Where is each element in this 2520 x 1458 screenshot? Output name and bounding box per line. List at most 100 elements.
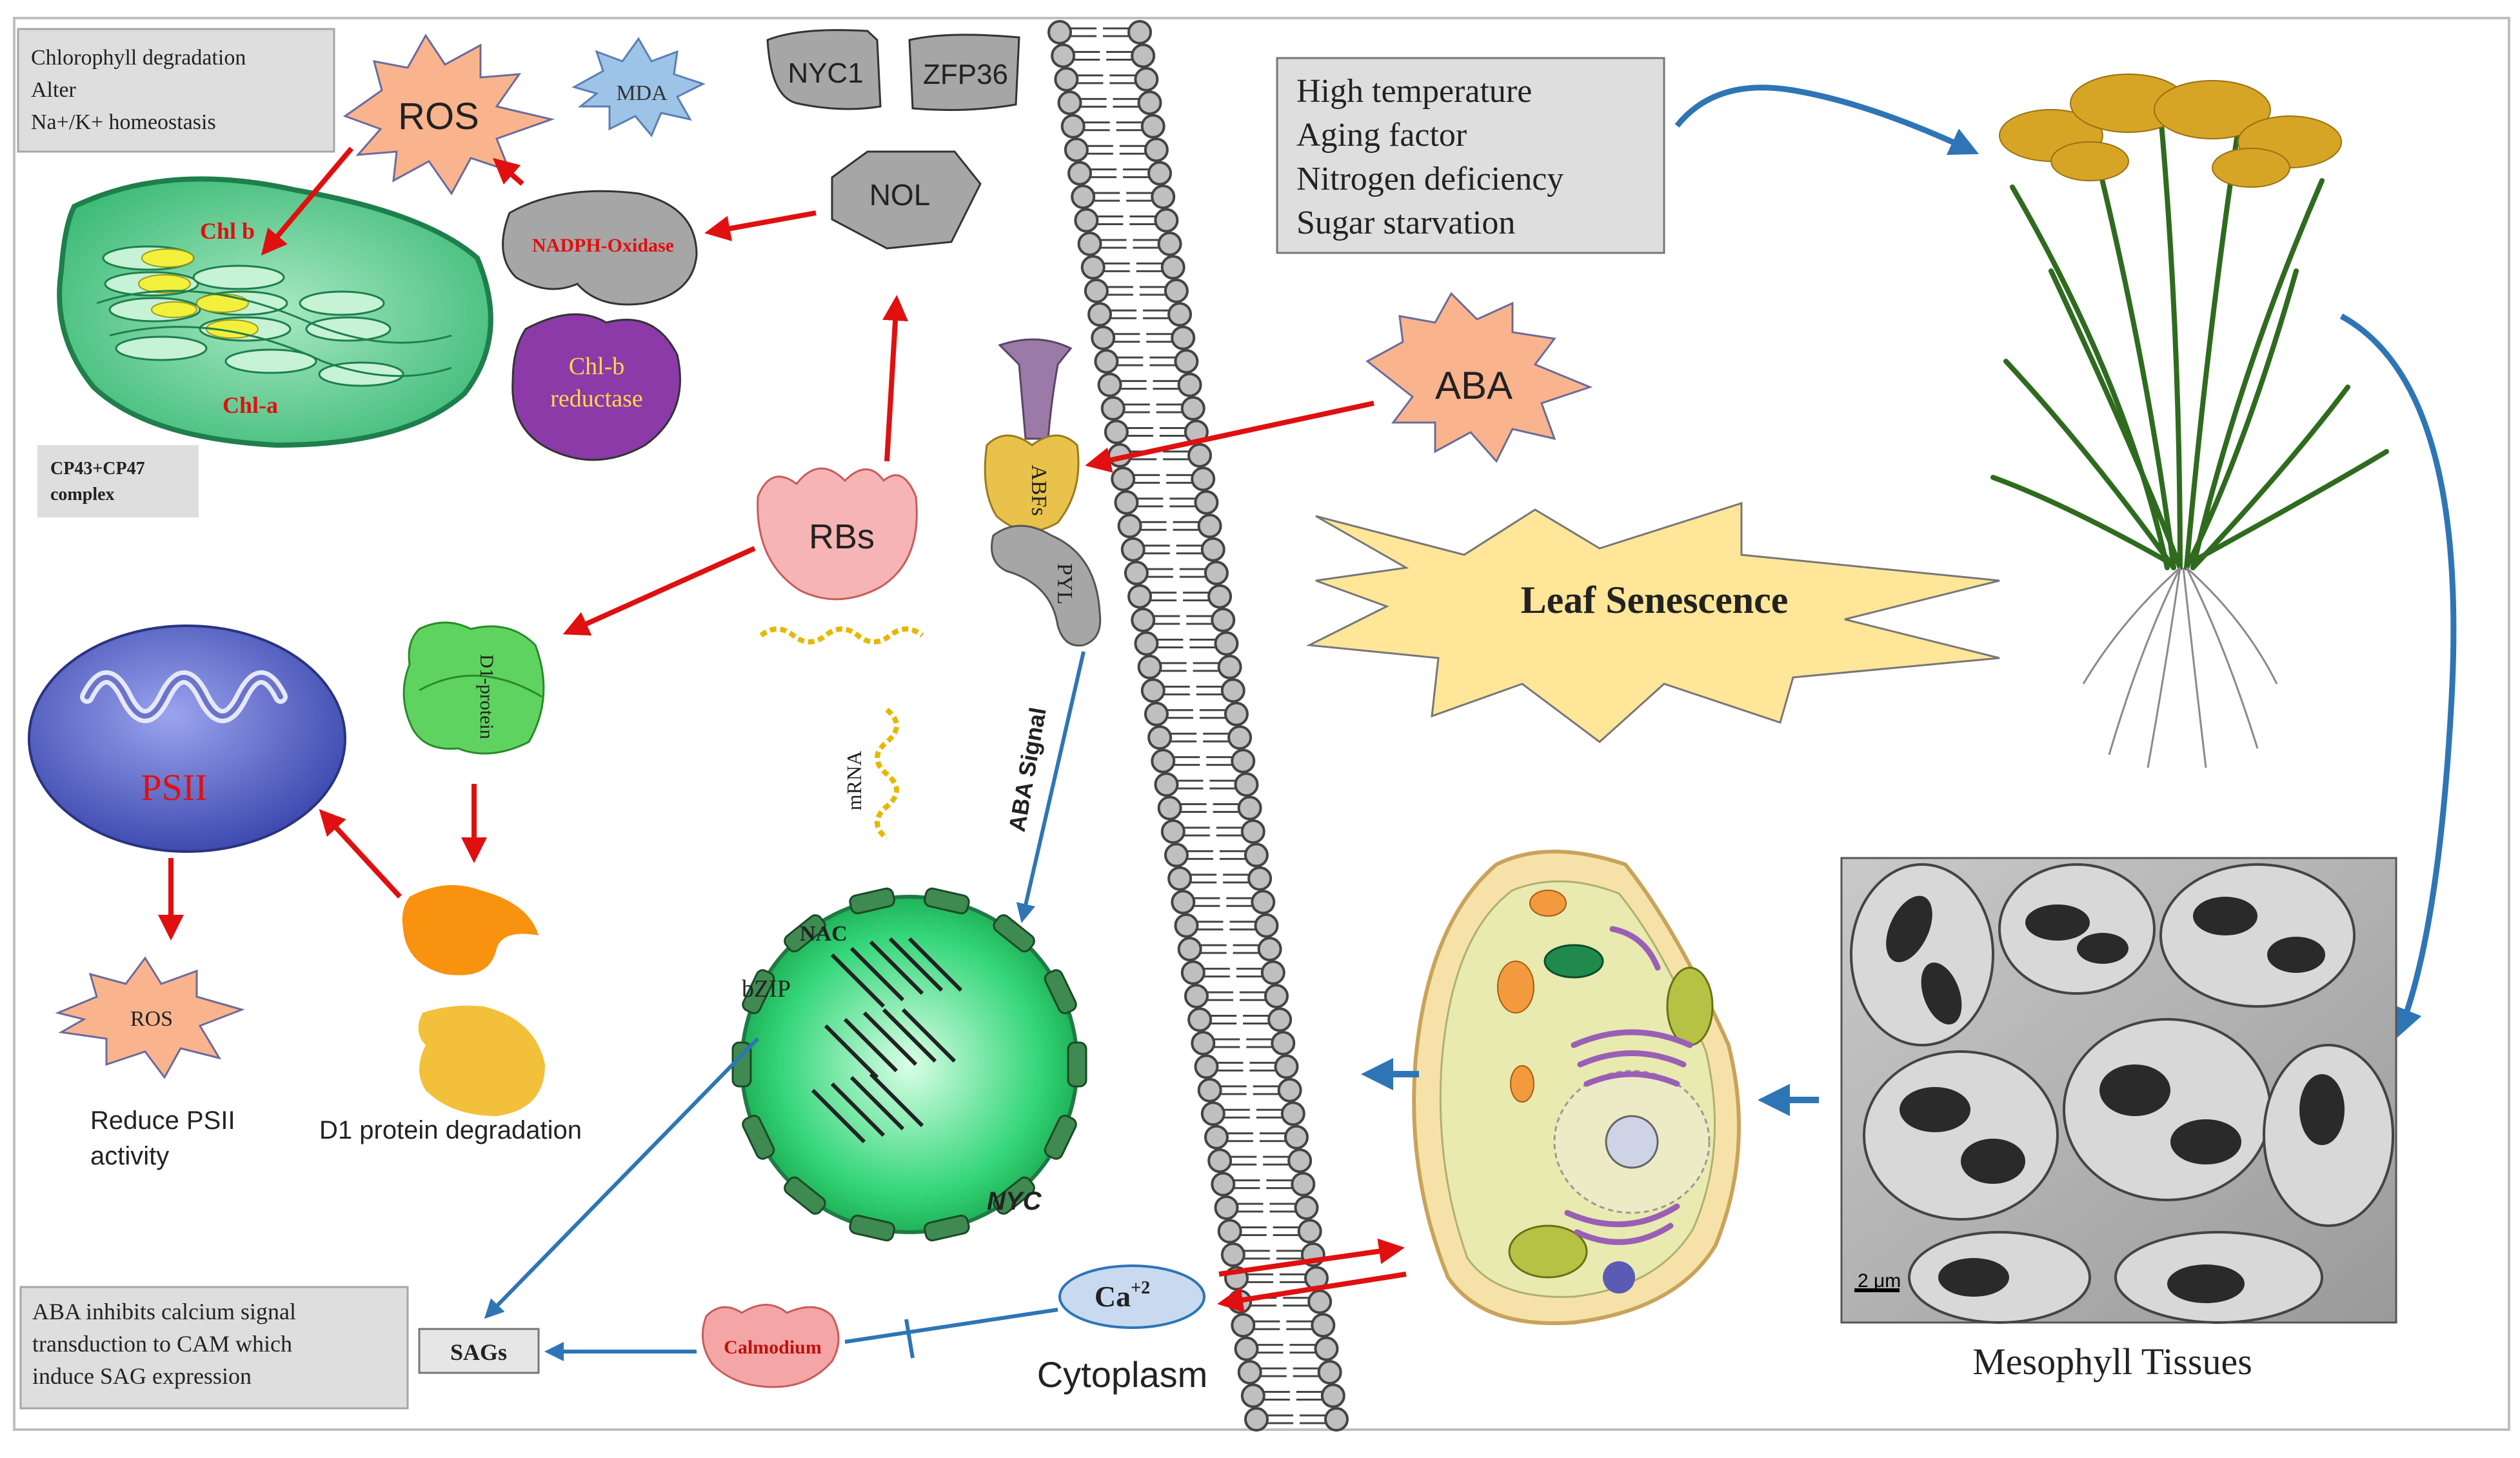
- lipid-head: [1214, 631, 1239, 656]
- nol-to-nadph-arrow: [704, 210, 817, 241]
- nuclear-pore: [924, 1214, 970, 1242]
- lipid-head: [1271, 1030, 1296, 1055]
- lipid-head: [1134, 631, 1159, 656]
- nuclear-pore: [1044, 1114, 1077, 1160]
- lipid-head: [1197, 1077, 1222, 1103]
- ros-bottom-burst: ROS: [55, 956, 245, 1079]
- zfp36-label: ZFP36: [923, 59, 1008, 90]
- lipid-head: [1171, 325, 1196, 350]
- lipid-head: [1071, 185, 1096, 210]
- psii-label: PSII: [141, 766, 207, 808]
- nucleus-to-sags-arrow: [484, 1037, 760, 1319]
- calcium-sup: +2: [1131, 1278, 1150, 1298]
- lipid-head: [1320, 1383, 1345, 1408]
- lipid-head: [1240, 819, 1265, 844]
- zfp36-protein: ZFP36: [908, 34, 1020, 111]
- lipid-head: [1194, 1054, 1219, 1079]
- lipid-head: [1164, 278, 1189, 303]
- lipid-head: [1257, 937, 1282, 962]
- chlb-reductase-protein: Chl-b reductase: [511, 313, 681, 461]
- calcium-to-calmodium-inhibit: [844, 1308, 1058, 1344]
- lipid-head: [1204, 1124, 1229, 1150]
- lipid-head: [1177, 372, 1202, 397]
- d1-degradation-label: D1 protein degradation: [319, 1116, 582, 1144]
- lipid-head: [1127, 20, 1152, 45]
- leaf-senescence-label: Leaf Senescence: [1521, 579, 1789, 621]
- aba-receptor-complex: ABFs PYL: [984, 338, 1102, 647]
- lipid-head: [1234, 1336, 1259, 1361]
- lipid-head: [1120, 537, 1146, 562]
- rbs-protein: RBs: [757, 467, 918, 601]
- lipid-head: [1187, 1007, 1213, 1032]
- plant-cell-illustration: [1412, 850, 1741, 1326]
- lipid-head: [1244, 1407, 1269, 1432]
- lipid-head: [1231, 748, 1256, 774]
- lipid-head: [1117, 514, 1142, 539]
- calcium-influx-arrow-1: [1218, 1238, 1405, 1277]
- fragments-to-psii-arrow: [319, 809, 402, 899]
- lipid-head: [1180, 960, 1205, 985]
- lipid-head: [1224, 701, 1249, 726]
- lipid-head: [1200, 537, 1225, 562]
- calcium-ion: Ca+2: [1058, 1264, 1205, 1329]
- leaf-senescence-burst: Leaf Senescence: [1305, 501, 2000, 743]
- pyl-label: PYL: [1053, 563, 1076, 604]
- nucleus: NAC bZIP NYC: [731, 887, 1087, 1242]
- lipid-head: [1160, 819, 1186, 844]
- lipid-head: [1064, 137, 1089, 163]
- d1-fragment-yellow: [418, 1005, 545, 1116]
- ros-to-chloroplast-arrow: [261, 146, 354, 256]
- lipid-head: [1317, 1360, 1342, 1385]
- lipid-head: [1131, 608, 1156, 633]
- lipid-head: [1047, 20, 1072, 45]
- lipid-head: [1147, 161, 1173, 186]
- cell-membrane: [1047, 20, 1349, 1432]
- lipid-head: [1237, 1360, 1262, 1385]
- nuclear-pore: [1067, 1041, 1087, 1088]
- lipid-head: [1154, 772, 1179, 797]
- nuclear-pore: [742, 1114, 775, 1160]
- nyc-label: NYC: [987, 1187, 1042, 1215]
- lipid-head: [1140, 114, 1166, 139]
- svg-text:Ca+2: Ca+2: [1095, 1278, 1150, 1313]
- lipid-head: [1167, 866, 1193, 891]
- lipid-head: [1234, 772, 1259, 797]
- nuclear-pore: [784, 914, 826, 953]
- pyl-to-nucleus-arrow: [1016, 651, 1086, 923]
- lipid-head: [1184, 984, 1209, 1009]
- cytoplasm-label: Cytoplasm: [1037, 1354, 1208, 1395]
- lipid-head: [1211, 1172, 1236, 1197]
- lipid-head: [1207, 584, 1233, 609]
- lipid-head: [1260, 960, 1285, 985]
- lipid-head: [1287, 1148, 1313, 1173]
- lipid-head: [1147, 725, 1173, 750]
- chl-a-label: Chl-a: [223, 392, 278, 418]
- lipid-head: [1127, 584, 1153, 609]
- lipid-head: [1100, 396, 1126, 421]
- mda-label: MDA: [616, 81, 668, 105]
- lipid-head: [1091, 325, 1116, 350]
- lipid-head: [1171, 890, 1196, 915]
- nuclear-pore: [1044, 969, 1077, 1015]
- lipid-head: [1217, 654, 1242, 679]
- rna-strand-icon: [759, 626, 924, 644]
- abfs-label: ABFs: [1027, 464, 1051, 515]
- lipid-head: [1220, 1242, 1245, 1267]
- calcium-influx-arrow-2: [1217, 1272, 1407, 1313]
- lipid-head: [1104, 419, 1129, 444]
- lipid-head: [1187, 443, 1213, 468]
- lipid-head: [1294, 1195, 1319, 1221]
- lipid-head: [1114, 490, 1139, 515]
- ros-top-label: ROS: [398, 95, 479, 137]
- chloroplast: Chl b Chl-a: [57, 176, 493, 448]
- d1-fragment-orange: [402, 885, 539, 975]
- lipid-head: [1274, 1054, 1299, 1079]
- lipid-head: [1077, 231, 1102, 256]
- lipid-head: [1194, 490, 1219, 515]
- lipid-head: [1307, 1289, 1333, 1314]
- lipid-head: [1291, 1172, 1316, 1197]
- calmodium-protein: Calmodium: [701, 1304, 840, 1388]
- mesophyll-micrograph: 2 μm: [1840, 857, 2397, 1324]
- nadph-oxidase-label: NADPH-Oxidase: [532, 235, 674, 256]
- lipid-head: [1160, 255, 1186, 280]
